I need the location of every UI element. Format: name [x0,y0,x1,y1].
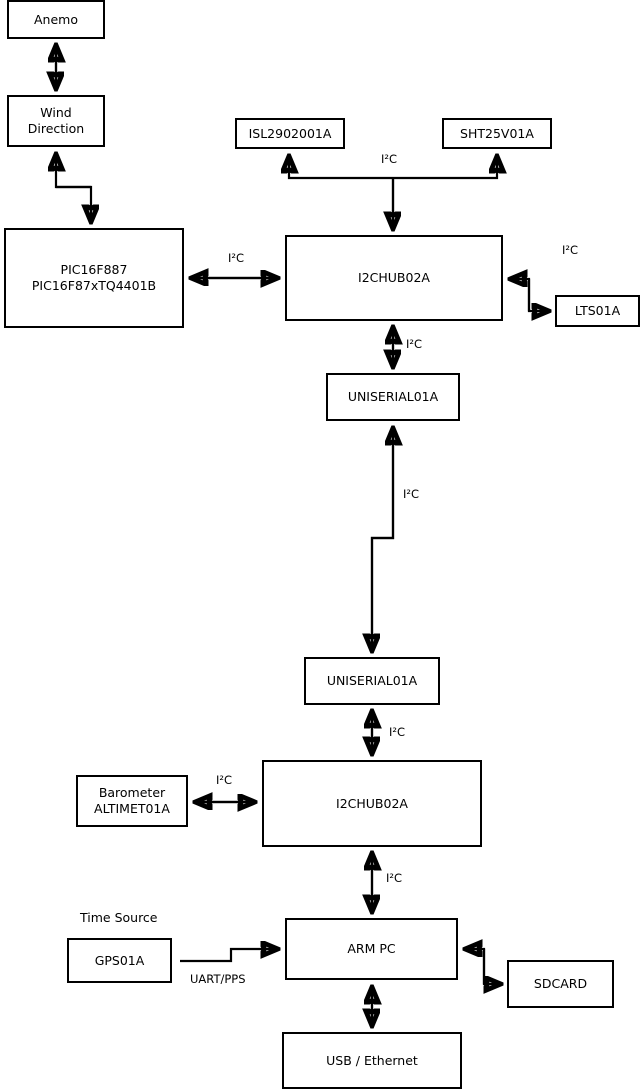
block-label-hub_top: I2CHUB02A [358,270,430,286]
block-sht[interactable]: SHT25V01A [442,118,552,149]
wire-winddir-pic-down [56,185,91,221]
wire-sdcard-to-armpc [466,949,486,984]
edge-label-i2c_uni_link: I²C [403,487,420,501]
edge-label-i2c_hub_armpc: I²C [386,871,403,885]
block-label-anemo: Anemo [34,11,78,27]
block-label-hub_bottom: I2CHUB02A [336,795,408,811]
wire-uniserialb-to-uniseriala [370,429,393,650]
block-label-uniserial_b: UNISERIAL01A [326,673,418,689]
block-usb_eth[interactable]: USB / Ethernet [282,1032,462,1089]
wire-uniseriala-to-uniserialb [372,429,395,650]
block-pic[interactable]: PIC16F887 PIC16F87xTQ4401B [4,228,184,328]
block-label-sht: SHT25V01A [460,125,534,141]
block-hub_top[interactable]: I2CHUB02A [285,235,503,321]
block-isl[interactable]: ISL2902001A [235,118,345,149]
edge-label-i2c_top_bus: I²C [381,152,398,166]
block-label-armpc: ARM PC [347,941,396,957]
wire-gps-armpc [180,949,277,963]
wire-bus-to-sht [393,157,497,180]
block-lts[interactable]: LTS01A [555,295,640,327]
block-label-usb_eth: USB / Ethernet [326,1052,418,1068]
block-barometer[interactable]: Barometer ALTIMET01A [76,775,188,827]
block-label-isl: ISL2902001A [248,125,332,141]
block-label-pic: PIC16F887 PIC16F87xTQ4401B [31,262,157,293]
block-anemo[interactable]: Anemo [7,0,105,39]
edge-label-i2c_hub_lts: I²C [562,243,579,257]
edge-label-i2c_hub_uni_a: I²C [406,337,423,351]
block-uniserial_b[interactable]: UNISERIAL01A [304,657,440,705]
block-label-barometer: Barometer ALTIMET01A [94,785,170,816]
edge-label-i2c_uni_b_hub: I²C [389,725,406,739]
block-hub_bottom[interactable]: I2CHUB02A [262,760,482,847]
block-label-lts: LTS01A [574,303,621,319]
wire-lts-to-hub [511,279,531,311]
block-uniserial_a[interactable]: UNISERIAL01A [326,373,460,421]
wire-armpc-to-sdcard [482,949,500,984]
wire-hub-to-lts [527,279,548,311]
annotation-time_source: Time Source [80,910,158,925]
wire-pic-winddir-up [56,155,91,189]
block-wind_dir[interactable]: Wind Direction [7,95,105,147]
block-label-wind_dir: Wind Direction [27,105,85,136]
edge-label-i2c_baro_hub: I²C [216,773,233,787]
block-gps[interactable]: GPS01A [67,938,172,983]
block-label-sdcard: SDCARD [533,976,588,992]
wire-bus-to-isl [289,157,393,180]
edge-label-uart_pps: UART/PPS [190,972,246,986]
block-armpc[interactable]: ARM PC [285,918,458,980]
block-label-uniserial_a: UNISERIAL01A [347,389,439,405]
edge-label-i2c_pic_hub: I²C [228,251,245,265]
block-sdcard[interactable]: SDCARD [507,960,614,1008]
block-label-gps: GPS01A [94,952,145,968]
